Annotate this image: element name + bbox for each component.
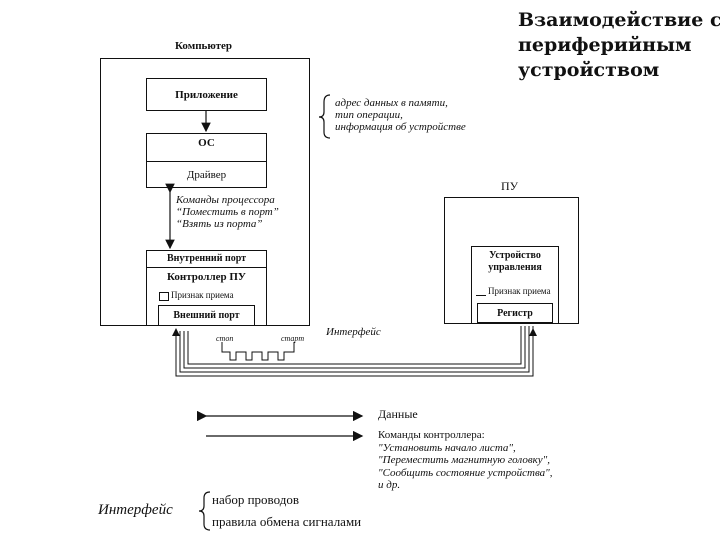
controller-label: Контроллер ПУ [167, 271, 246, 283]
app-note-line-3: информация об устройстве [335, 121, 466, 133]
slide-title: Взаимодействие с периферийным устройство… [518, 8, 720, 83]
control-unit-label: Устройство управления [472, 250, 558, 274]
interface-term: Интерфейс [98, 502, 173, 518]
computer-label: Компьютер [175, 40, 233, 52]
legend-command-4: и др. [378, 479, 401, 491]
external-port-label: Внешний порт [173, 310, 240, 321]
register-label: Регистр [497, 307, 533, 319]
app-note-line-2: тип операции, [335, 109, 403, 121]
external-port-box: Внешний порт [158, 305, 255, 326]
interface-cable [175, 326, 534, 377]
slide-title-line-2: периферийным [518, 34, 692, 56]
legend-command-2: "Переместить магнитную головку", [378, 454, 551, 466]
cpu-commands-line-2: “Поместить в порт” [176, 206, 279, 218]
interface-items: набор проводов правила обмена сигналами [212, 489, 361, 533]
app-box: Приложение [146, 78, 267, 111]
control-unit-line-1: Устройство [489, 250, 541, 261]
device-flag-label: Признак приема [488, 286, 551, 296]
internal-port-divider [147, 267, 266, 268]
signal-waveform [221, 342, 295, 361]
signal-start-label: старт [281, 334, 305, 343]
device-label: ПУ [501, 179, 519, 193]
control-unit-line-2: управления [488, 262, 542, 273]
interface-label: Интерфейс [326, 326, 381, 338]
controller-flag-label: Признак приема [171, 290, 234, 300]
internal-port-label: Внутренний порт [166, 253, 247, 264]
cpu-commands-line-3: “Взять из порта” [176, 218, 263, 230]
app-note: адрес данных в памяти, тип операции, инф… [335, 97, 466, 133]
cpu-commands-line-1: Команды процессора [176, 194, 275, 206]
legend-commands: Команды контроллера: "Установить начало … [378, 429, 553, 492]
controller-flag-box [159, 292, 169, 301]
signal-stop-label: стоп [216, 334, 234, 343]
legend-data-label: Данные [378, 407, 418, 421]
interface-item-1: набор проводов [212, 492, 299, 507]
legend-command-3: "Сообщить состояние устройства", [378, 466, 553, 479]
register-box: Регистр [477, 303, 553, 323]
os-driver-divider [147, 161, 266, 162]
app-label: Приложение [175, 88, 238, 101]
cpu-commands: Команды процессора “Поместить в порт” “В… [176, 194, 279, 230]
interface-brace [198, 491, 211, 531]
os-box: ОС Драйвер [146, 133, 267, 188]
slide-title-line-3: устройством [518, 59, 660, 81]
cable-end-arrow-left [172, 328, 180, 336]
app-note-line-1: адрес данных в памяти, [335, 97, 448, 109]
interface-item-2: правила обмена сигналами [212, 514, 362, 529]
device-flag-line [476, 295, 486, 296]
legend-commands-title: Команды контроллера: [378, 429, 485, 441]
legend-command-1: "Установить начало листа", [378, 441, 516, 454]
app-note-brace [318, 94, 331, 139]
os-label: ОС [198, 137, 215, 149]
cable-end-arrow-right [529, 328, 537, 336]
driver-label: Драйвер [186, 169, 227, 181]
slide-title-line-1: Взаимодействие с [518, 9, 720, 31]
